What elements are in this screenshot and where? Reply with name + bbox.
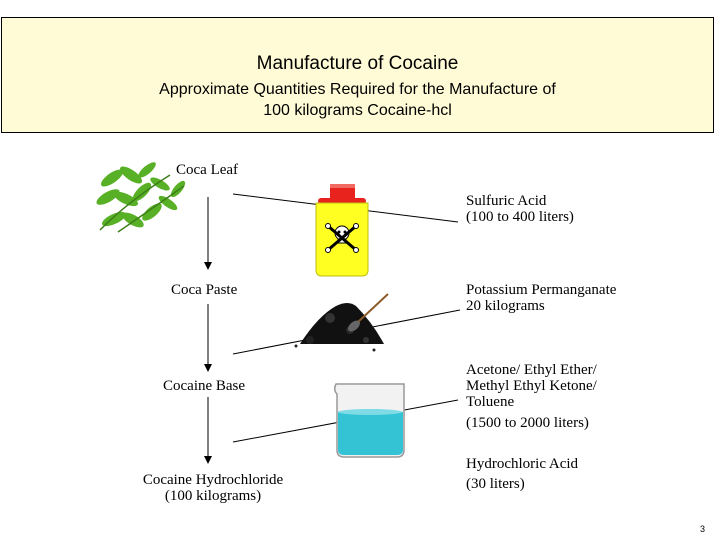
input-solvents-line-2: Methyl Ethyl Ketone/ xyxy=(466,378,597,394)
powder-pile-icon xyxy=(294,293,389,352)
poison-bottle-icon xyxy=(315,184,369,277)
beaker-icon xyxy=(333,383,405,458)
slide-title: Manufacture of Cocaine xyxy=(256,53,459,74)
stage-cocaine-hcl-line-2: (100 kilograms) xyxy=(164,488,262,504)
input-hydrochloric-acid-name: Hydrochloric Acid xyxy=(466,456,579,472)
stage-coca-leaf: Coca Leaf xyxy=(176,162,239,178)
input-sulfuric-acid-name: Sulfuric Acid xyxy=(466,193,547,209)
stage-cocaine-base: Cocaine Base xyxy=(163,378,246,394)
stage-cocaine-hcl-line-1: Cocaine Hydrochloride xyxy=(142,472,284,488)
stage-cocaine-hcl: Cocaine Hydrochloride (100 kilograms) xyxy=(128,472,298,504)
input-permanganate-name: Potassium Permanganate xyxy=(466,282,617,298)
coca-leaves-icon xyxy=(96,162,186,233)
input-solvents: Acetone/ Ethyl Ether/ Methyl Ethyl Keton… xyxy=(466,362,597,431)
input-sulfuric-acid: Sulfuric Acid (100 to 400 liters) xyxy=(466,193,574,225)
input-solvents-line-1: Acetone/ Ethyl Ether/ xyxy=(466,362,597,378)
title-box: Manufacture of Cocaine Approximate Quant… xyxy=(1,17,714,133)
page-number: 3 xyxy=(700,524,706,534)
slide-subtitle: Approximate Quantities Required for the … xyxy=(2,79,713,121)
input-solvents-qty: (1500 to 2000 liters) xyxy=(466,415,589,431)
stage-coca-paste: Coca Paste xyxy=(171,282,238,298)
subtitle-line-2: 100 kilograms Cocaine-hcl xyxy=(263,102,452,119)
input-permanganate-qty: 20 kilograms xyxy=(466,298,545,314)
subtitle-line-1: Approximate Quantities Required for the … xyxy=(159,81,556,98)
input-hydrochloric-acid: Hydrochloric Acid (30 liters) xyxy=(466,456,578,492)
input-hydrochloric-acid-qty: (30 liters) xyxy=(466,476,525,492)
input-potassium-permanganate: Potassium Permanganate 20 kilograms xyxy=(466,282,616,314)
input-sulfuric-acid-qty: (100 to 400 liters) xyxy=(466,209,574,225)
input-solvents-line-3: Toluene xyxy=(466,394,515,410)
